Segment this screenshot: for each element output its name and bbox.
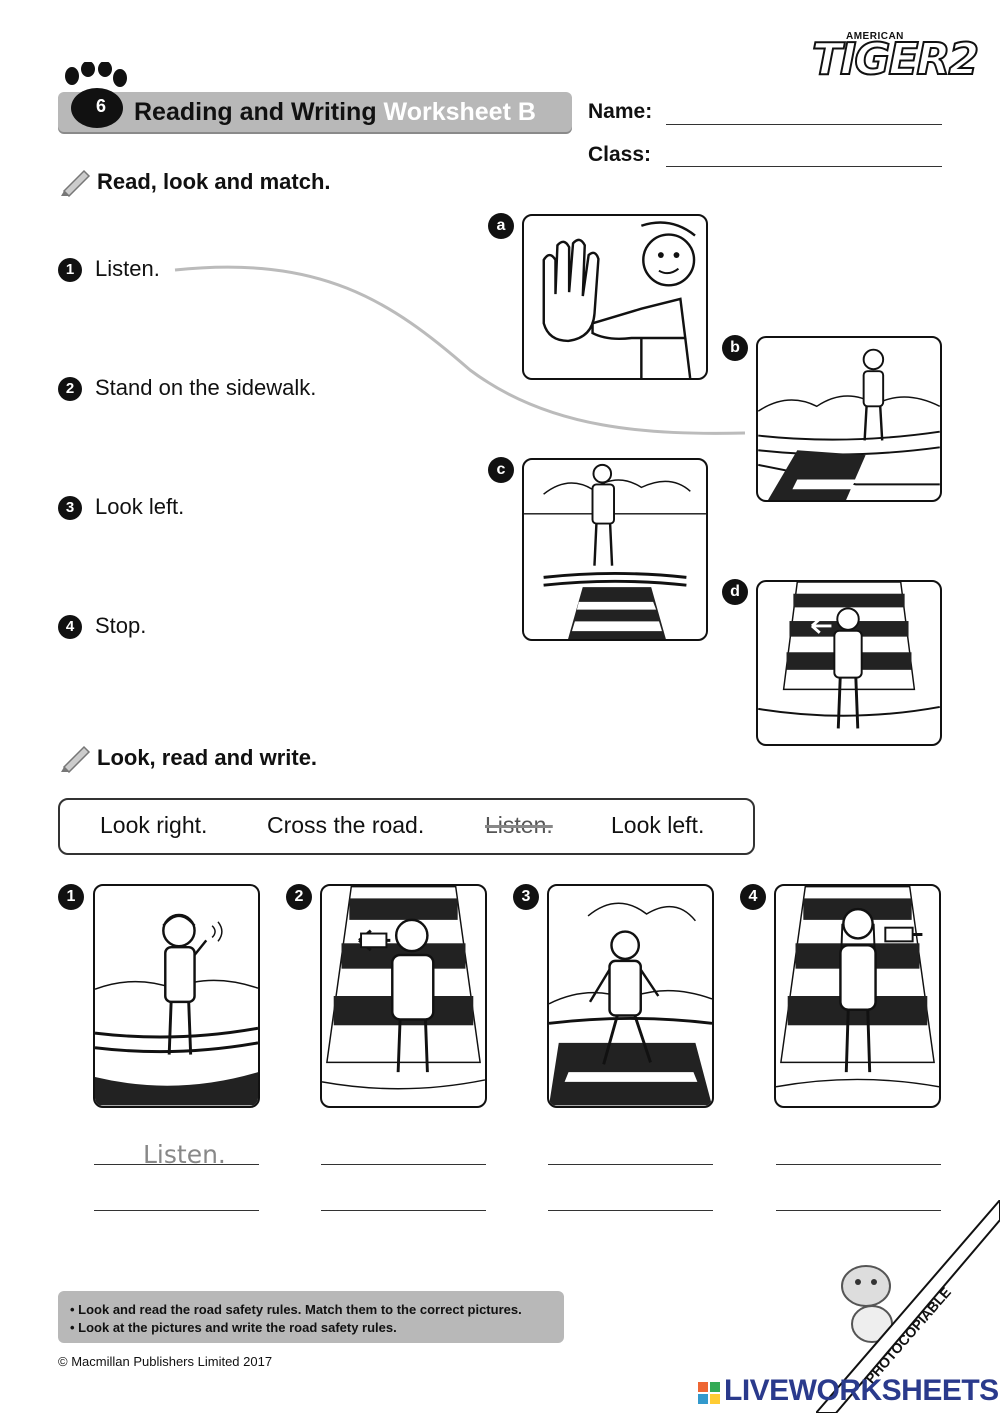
- tiger-logo: TIGER2: [811, 33, 980, 86]
- section2-heading: Look, read and write.: [97, 745, 318, 770]
- pencil-icon: [61, 745, 91, 773]
- word-bank-item-4: Look left.: [611, 812, 705, 838]
- picture-number-2: 2: [286, 884, 312, 910]
- boy-looking-left-picture: [756, 580, 942, 746]
- word-bank-item-2: Cross the road.: [267, 812, 425, 838]
- answer-line-3a[interactable]: [548, 1164, 713, 1165]
- picture-letter-b: b: [722, 335, 748, 361]
- answer-line-4b[interactable]: [776, 1210, 941, 1211]
- unit-number: 6: [95, 96, 106, 116]
- answer-line-3b[interactable]: [548, 1210, 713, 1211]
- picture-number-1: 1: [58, 884, 84, 910]
- word-bank-item-3: Listen.: [485, 812, 553, 838]
- item-number-1: 1: [58, 258, 82, 282]
- answer-line-2a[interactable]: [321, 1164, 486, 1165]
- item-text-3: Look left.: [95, 494, 185, 519]
- photocopiable-corner: [816, 1200, 1000, 1413]
- word-bank: [58, 798, 755, 855]
- class-label: Class:: [588, 143, 652, 166]
- liveworksheets-logo-icon: [698, 1382, 720, 1404]
- word-bank-item-1: Look right.: [100, 812, 208, 838]
- stop-hand-picture: [522, 214, 708, 380]
- paw-icon: [65, 62, 127, 128]
- answer-line-2b[interactable]: [321, 1210, 486, 1211]
- girl-listening-picture: [756, 336, 942, 502]
- worksheet-title: Reading and Writing Worksheet B: [134, 98, 536, 127]
- title-sub: Worksheet B: [383, 98, 536, 126]
- answer-line-4a[interactable]: [776, 1164, 941, 1165]
- picture-letter-c: c: [488, 457, 514, 483]
- picture-number-3: 3: [513, 884, 539, 910]
- class-field[interactable]: [666, 166, 942, 167]
- picture-letter-a: a: [488, 213, 514, 239]
- boy-on-sidewalk-picture: [522, 458, 708, 641]
- logo-small-text: AMERICAN: [846, 31, 904, 42]
- item-text-4: Stop.: [95, 613, 147, 638]
- teacher-note-1: • Look and read the road safety rules. M…: [70, 1302, 522, 1317]
- girl-listening-picture: [93, 884, 260, 1108]
- answer-line-1a[interactable]: [94, 1164, 259, 1165]
- pencil-icon: [61, 169, 91, 197]
- item-text-2: Stand on the sidewalk.: [95, 375, 317, 400]
- match-line: [174, 265, 746, 435]
- boy-looking-left-picture: [320, 884, 487, 1108]
- item-number-2: 2: [58, 377, 82, 401]
- copyright: © Macmillan Publishers Limited 2017: [58, 1354, 273, 1369]
- answer-line-1b[interactable]: [94, 1210, 259, 1211]
- title-main: Reading and Writing: [134, 98, 377, 126]
- section1-heading: Read, look and match.: [97, 169, 331, 194]
- title-bar: [58, 92, 572, 132]
- picture-letter-d: d: [722, 579, 748, 605]
- name-label: Name:: [588, 100, 653, 123]
- girl-looking-right-picture: [774, 884, 941, 1108]
- teacher-notes: • Look and read the road safety rules. M…: [58, 1291, 564, 1343]
- item-number-4: 4: [58, 615, 82, 639]
- liveworksheets-watermark: LIVEWORKSHEETS: [724, 1374, 999, 1407]
- item-number-3: 3: [58, 496, 82, 520]
- picture-number-4: 4: [740, 884, 766, 910]
- teacher-note-2: • Look at the pictures and write the roa…: [70, 1320, 397, 1335]
- item-text-1: Listen.: [95, 256, 160, 281]
- boy-crossing-road-picture: [547, 884, 714, 1108]
- name-field[interactable]: [666, 124, 942, 125]
